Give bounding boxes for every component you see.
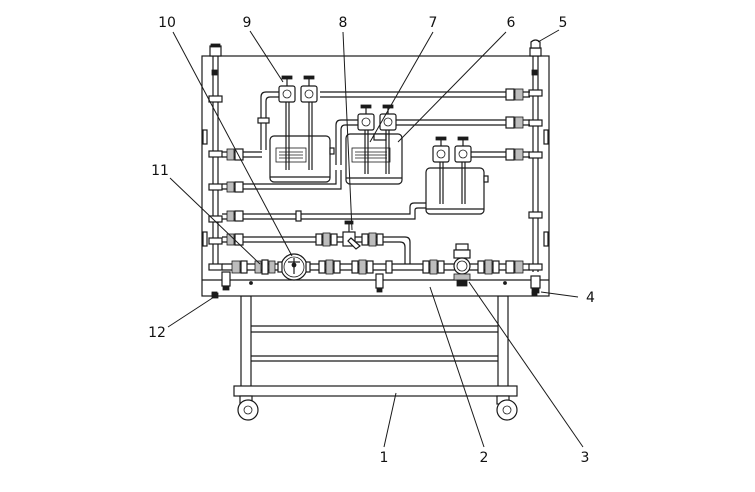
leader-9: [249, 30, 284, 83]
line-240-fittings: [315, 232, 384, 247]
callout-6: 6: [507, 15, 516, 31]
leader-12: [167, 296, 215, 328]
caster-wheel-left: [237, 399, 259, 421]
leader-5: [537, 29, 560, 43]
callout-3: 3: [581, 450, 590, 466]
leader-2: [429, 286, 485, 448]
callout-8: 8: [339, 15, 348, 31]
callout-4: 4: [586, 290, 595, 306]
leader-7: [369, 31, 434, 143]
callout-10: 10: [158, 15, 176, 31]
drain-4: [530, 275, 541, 294]
leader-lines: [167, 29, 584, 448]
drain-12: [211, 271, 231, 299]
leader-4: [540, 291, 579, 298]
bottom-line-fittings: [231, 259, 500, 293]
leader-10: [172, 31, 293, 257]
regulator-3: [453, 243, 471, 287]
leader-6: [397, 31, 507, 143]
cart-frame: [233, 295, 518, 405]
pump-pair-9: [278, 75, 318, 103]
caster-wheel-right: [496, 399, 518, 421]
tank-6: [425, 160, 489, 215]
tank-7: [345, 128, 403, 185]
callout-2: 2: [480, 450, 489, 466]
valve-8: [342, 220, 361, 250]
callout-1: 1: [380, 450, 389, 466]
panel-bolts: [202, 69, 549, 297]
leader-3: [468, 281, 584, 448]
callout-12: 12: [148, 325, 166, 341]
pump-pair-6: [432, 136, 472, 163]
callout-labels: 1 2 3 4 5 6 7 8 9 10 11 12: [148, 15, 595, 466]
leader-1: [383, 392, 397, 448]
right-riser-pipe: [528, 39, 543, 272]
callout-7: 7: [429, 15, 438, 31]
callout-11: 11: [151, 163, 169, 179]
tank-9: [269, 102, 335, 183]
left-riser-pipe: [208, 43, 223, 271]
callout-9: 9: [243, 15, 252, 31]
gauge-10: [277, 253, 311, 281]
leader-11: [169, 177, 261, 265]
callout-5: 5: [559, 15, 568, 31]
leader-8: [342, 31, 353, 231]
